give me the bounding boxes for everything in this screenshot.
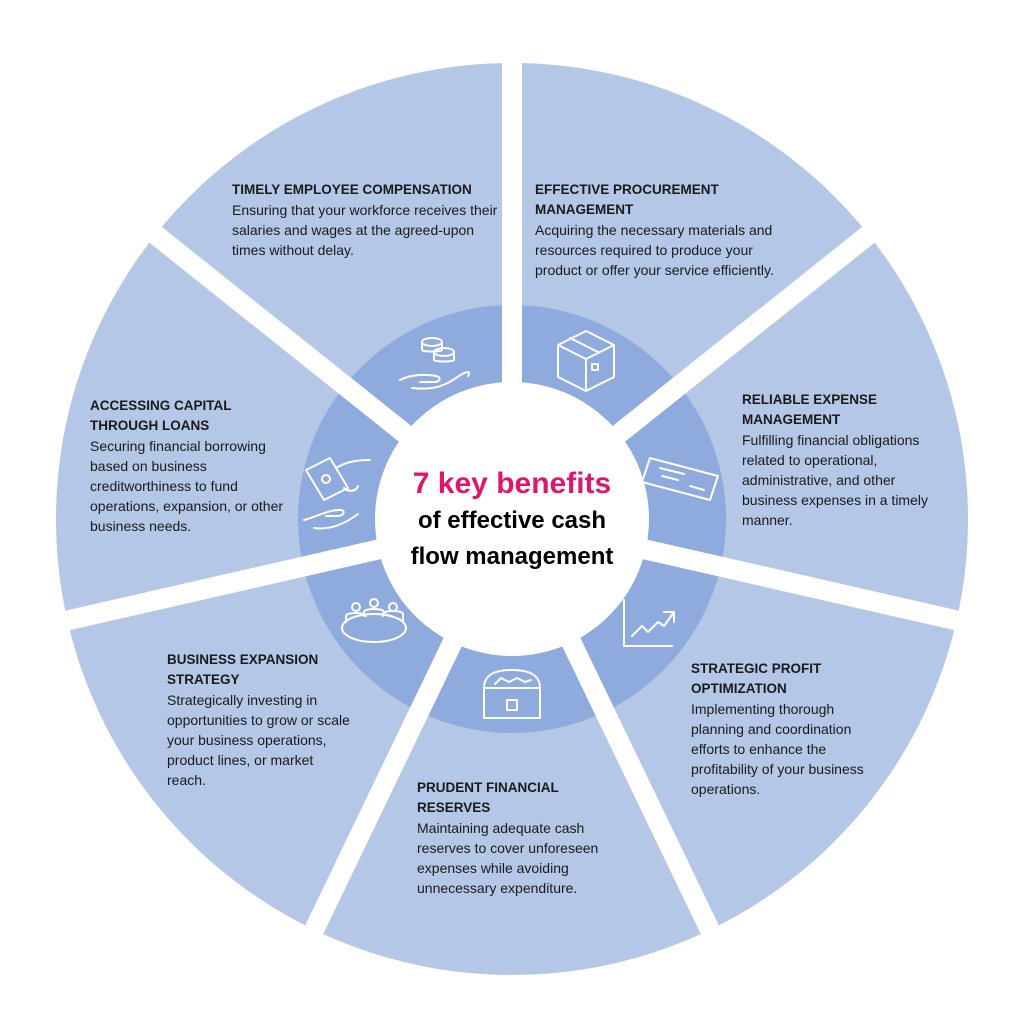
benefit-timely-employee-compensation: TIMELY EMPLOYEE COMPENSATION Ensuring th… — [232, 180, 507, 260]
title-highlight: 7 key benefits — [412, 467, 612, 500]
benefit-description: Maintaining adequate cash reserves to co… — [417, 820, 599, 896]
meeting-table-icon — [341, 598, 407, 643]
growth-chart-icon — [623, 599, 675, 647]
benefit-title: STRATEGIC PROFIT OPTIMIZATION — [691, 661, 822, 696]
center-title: 7 key benefits of effective cash flow ma… — [376, 384, 648, 656]
title-line-3: flow management — [410, 543, 614, 570]
benefit-title: EFFECTIVE PROCUREMENT MANAGEMENT — [535, 182, 719, 217]
benefit-description: Acquiring the necessary materials and re… — [535, 222, 774, 278]
benefit-title: TIMELY EMPLOYEE COMPENSATION — [232, 182, 472, 197]
box-icon — [557, 330, 615, 392]
benefit-accessing-capital: ACCESSING CAPITAL THROUGH LOANS Securing… — [90, 396, 295, 536]
center-circle — [375, 382, 649, 656]
benefit-description: Securing financial borrowing based on bu… — [90, 438, 284, 534]
benefit-prudent-reserves: PRUDENT FINANCIAL RESERVES Maintaining a… — [417, 778, 622, 898]
benefit-title: BUSINESS EXPANSION STRATEGY — [167, 652, 319, 687]
benefit-description: Strategically investing in opportunities… — [167, 692, 350, 788]
benefit-reliable-expense: RELIABLE EXPENSE MANAGEMENT Fulfilling f… — [742, 390, 947, 530]
benefit-description: Implementing thorough planning and coord… — [691, 701, 864, 797]
treasure-chest-icon — [483, 669, 541, 719]
hand-coins-icon — [399, 337, 471, 390]
benefit-title: RELIABLE EXPENSE MANAGEMENT — [742, 392, 878, 427]
benefit-description: Ensuring that your workforce receives th… — [232, 202, 498, 258]
hand-money-icon — [303, 457, 371, 530]
title-line-2: of effective cash — [417, 507, 607, 534]
cheque-icon — [641, 457, 719, 501]
benefit-effective-procurement: EFFECTIVE PROCUREMENT MANAGEMENT Acquiri… — [535, 180, 780, 280]
benefit-title: ACCESSING CAPITAL THROUGH LOANS — [90, 398, 232, 433]
benefit-business-expansion: BUSINESS EXPANSION STRATEGY Strategicall… — [167, 650, 352, 790]
benefit-title: PRUDENT FINANCIAL RESERVES — [417, 780, 559, 815]
benefit-strategic-profit: STRATEGIC PROFIT OPTIMIZATION Implementi… — [691, 659, 876, 799]
benefit-description: Fulfilling financial obligations related… — [742, 432, 928, 528]
